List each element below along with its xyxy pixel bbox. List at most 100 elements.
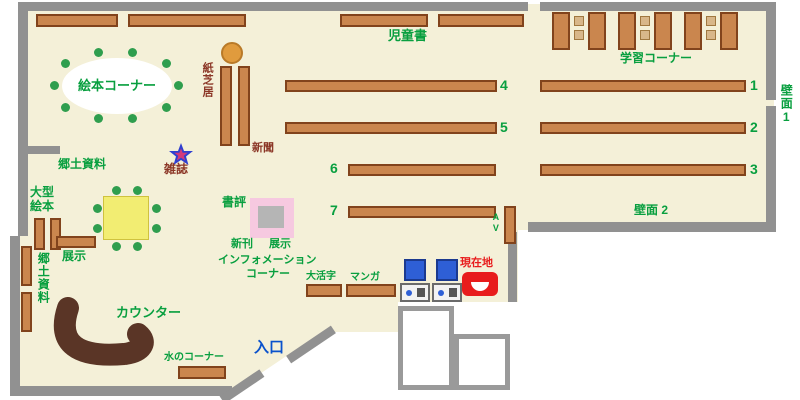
kamishibai-stage [221,42,243,64]
shelf-number-4: 4 [500,77,508,93]
bookshelf-top-2 [128,14,246,27]
wall-top-right [540,2,766,11]
bookshelf-row-7 [348,206,496,218]
display-shelf [56,236,96,248]
counter-shape [53,297,154,366]
bookshelf-top-4 [438,14,524,27]
shelf-number-2: 2 [750,119,758,135]
wall-right-lower [766,106,776,232]
label-manga: マンガ [350,272,380,283]
water-corner-shelf [178,366,226,379]
study-desk [720,12,738,50]
chair-dot [94,114,103,123]
bookshelf-top-1 [36,14,118,27]
restroom-outline [398,306,454,390]
label-magazine: 雑誌 [164,162,189,176]
chair-dot [112,186,121,195]
wall-bottom [14,386,232,396]
chair-dot [93,204,102,213]
chair-dot [128,114,137,123]
wall-right-upper [766,2,776,100]
manga-shelf [346,284,396,297]
chair-dot [133,242,142,251]
shelf-number-3: 3 [750,161,758,177]
chair-dot [152,224,161,233]
label-information-2: コーナー [246,268,290,280]
bookshelf-row-3 [540,164,746,176]
machine-slot [417,288,425,297]
study-desk [654,12,672,50]
machine [400,283,430,302]
label-current-location: 現在地 [460,257,493,269]
study-chair [574,16,584,26]
label-large-picture-books-1: 大型 [30,185,55,199]
machine-top [404,259,426,281]
study-desk [552,12,570,50]
magazine-star-icon [169,143,193,165]
chair-dot [152,204,161,213]
machine-slot [449,288,457,297]
label-book-review: 書評 [222,195,247,209]
label-study-corner: 学習コーナー [620,51,693,65]
shelf-number-6: 6 [330,160,338,176]
wall-lower-right [508,232,517,302]
study-chair [574,30,584,40]
wall-left-upper [18,2,28,236]
chair-dot [61,103,70,112]
machine-dot [406,290,412,296]
machine [432,283,462,302]
label-water-corner: 水のコーナー [164,352,224,363]
label-new-books: 新刊 [231,238,253,250]
machine-dot [438,290,444,296]
bookshelf-vertical [34,218,45,250]
study-chair [640,16,650,26]
label-information-1: インフォメーション [218,254,317,266]
chair-dot [93,224,102,233]
shelf-number-5: 5 [500,119,508,135]
chair-dot [94,48,103,57]
bookshelf-vertical [238,66,250,146]
study-desk [588,12,606,50]
label-local-materials-upper: 郷土資料 [58,157,107,171]
av-shelf [504,206,516,244]
machine-top [436,259,458,281]
bookshelf-row-1 [540,80,746,92]
wall-left-stub [28,146,60,154]
wall-left-lower [10,236,20,396]
study-desk [684,12,702,50]
label-kamishibai: 紙芝居 [201,62,214,98]
marker-arc [471,282,489,291]
wall-top-left [28,2,528,11]
chair-dot [133,186,142,195]
chair-dot [112,242,121,251]
bookshelf-row-5 [285,122,497,134]
label-wall-2: 壁面 2 [634,203,669,217]
label-entrance: 入口 [254,339,285,356]
label-large-picture-books-2: 絵本 [30,199,55,213]
bookshelf-row-6 [348,164,496,176]
chair-dot [162,103,171,112]
wall-mid-bottom [528,222,776,232]
bookshelf-top-3 [340,14,428,27]
label-display-2: 展示 [269,238,291,250]
study-desk [618,12,636,50]
bookshelf-row-4 [285,80,497,92]
shelf-number-7: 7 [330,202,338,218]
current-location-marker [462,272,498,296]
chair-dot [162,59,171,68]
study-chair [706,16,716,26]
large-print-shelf [306,284,342,297]
chair-dot [174,81,183,90]
bookshelf-vertical [21,292,32,332]
picture-book-oval [62,58,172,114]
label-large-print: 大活字 [306,271,336,282]
bookshelf-vertical [50,218,61,250]
bookshelf-vertical [21,246,32,286]
label-counter: カウンター [116,305,182,320]
chair-dot [61,59,70,68]
chair-dot [128,48,137,57]
study-chair [640,30,650,40]
label-display: 展示 [62,249,87,263]
label-av: AV [490,212,501,234]
